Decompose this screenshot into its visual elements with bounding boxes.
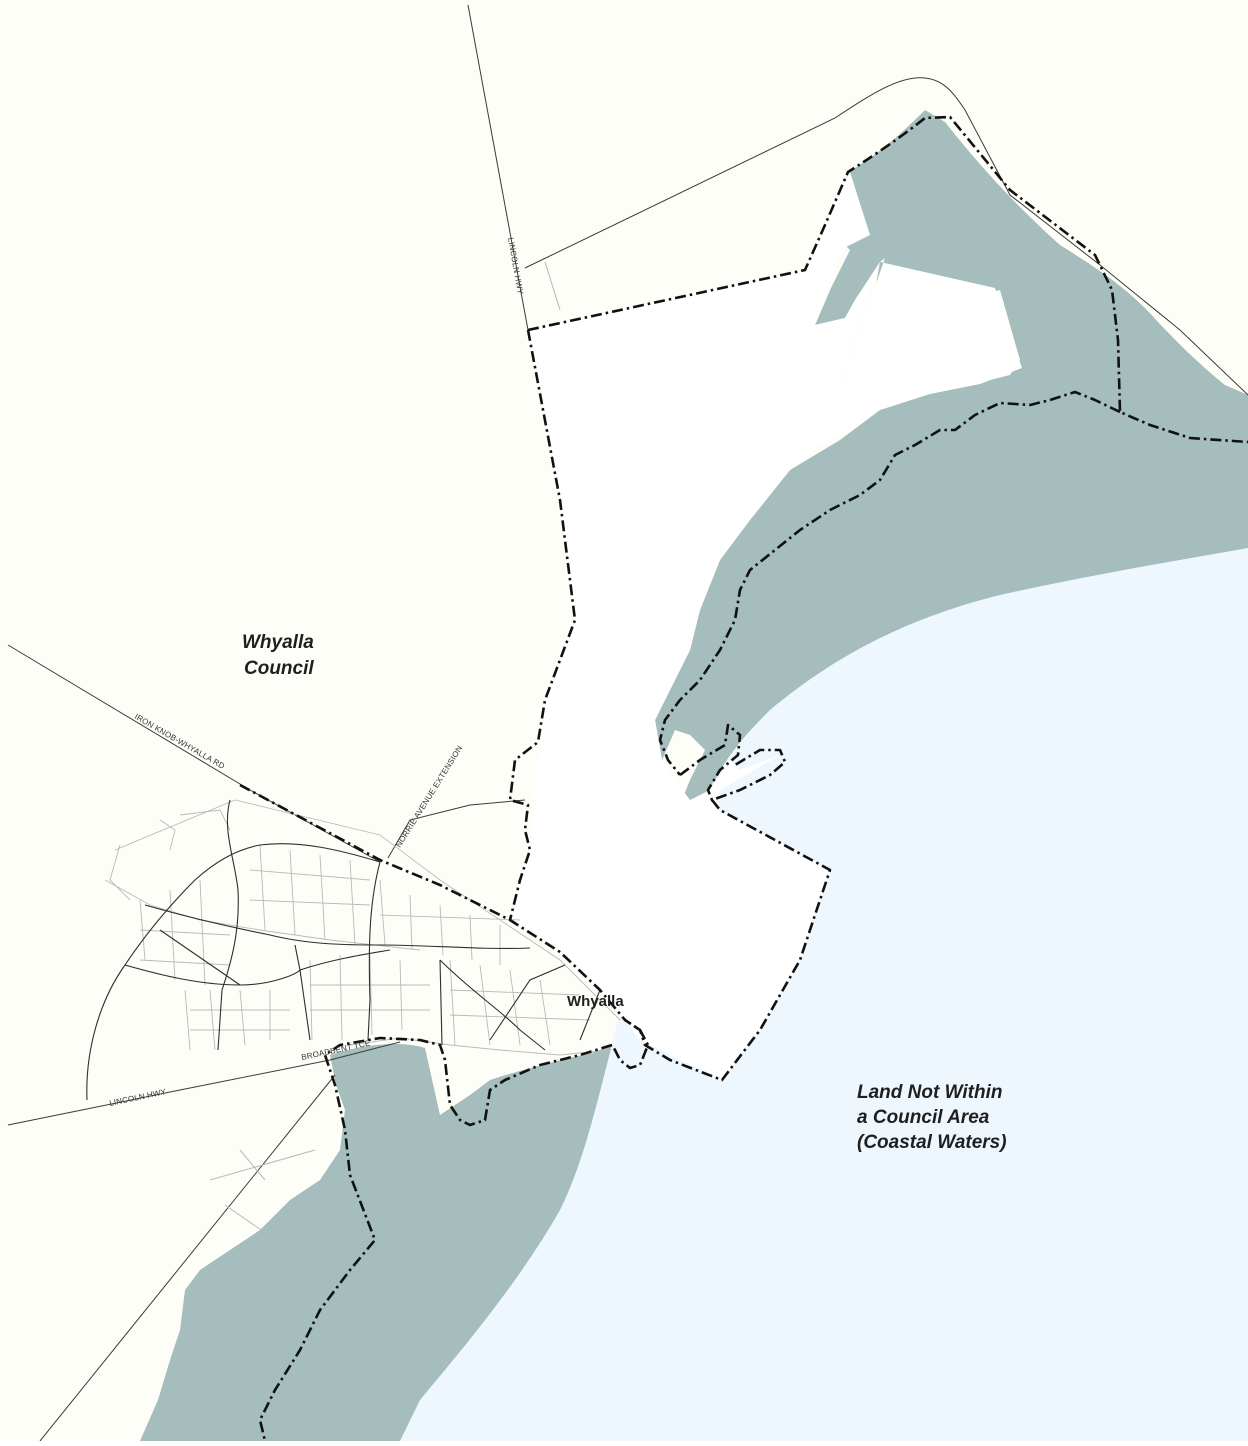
norrie-avenue-road [387, 799, 526, 859]
coastal-label-line1: Land Not Within [857, 1082, 1002, 1103]
town-major-roads [86, 799, 601, 1101]
coastal-label-line2: a Council Area [857, 1107, 990, 1128]
council-label-line1: Whyalla [242, 632, 314, 653]
council-boundary [239, 115, 1248, 1442]
unincorporated-land [510, 172, 880, 1080]
coast-road [524, 77, 1248, 396]
town-street-grid [104, 799, 621, 1056]
coastal-flats-south [140, 1044, 612, 1441]
coastal-label-line3: (Coastal Waters) [857, 1132, 1007, 1153]
coastal-flats-north [655, 110, 1248, 842]
minor-road-1 [209, 1149, 316, 1181]
southwest-road [39, 1074, 336, 1442]
side-road [544, 261, 561, 311]
minor-road-3 [239, 1149, 266, 1181]
minor-road-2 [224, 1204, 291, 1251]
town-label: Whyalla [567, 993, 624, 1010]
lincoln-hwy-south-road [7, 1041, 401, 1126]
council-label-line2: Council [244, 658, 314, 679]
lincoln-hwy-north-road [467, 4, 529, 331]
industrial-land-white [820, 258, 1022, 445]
